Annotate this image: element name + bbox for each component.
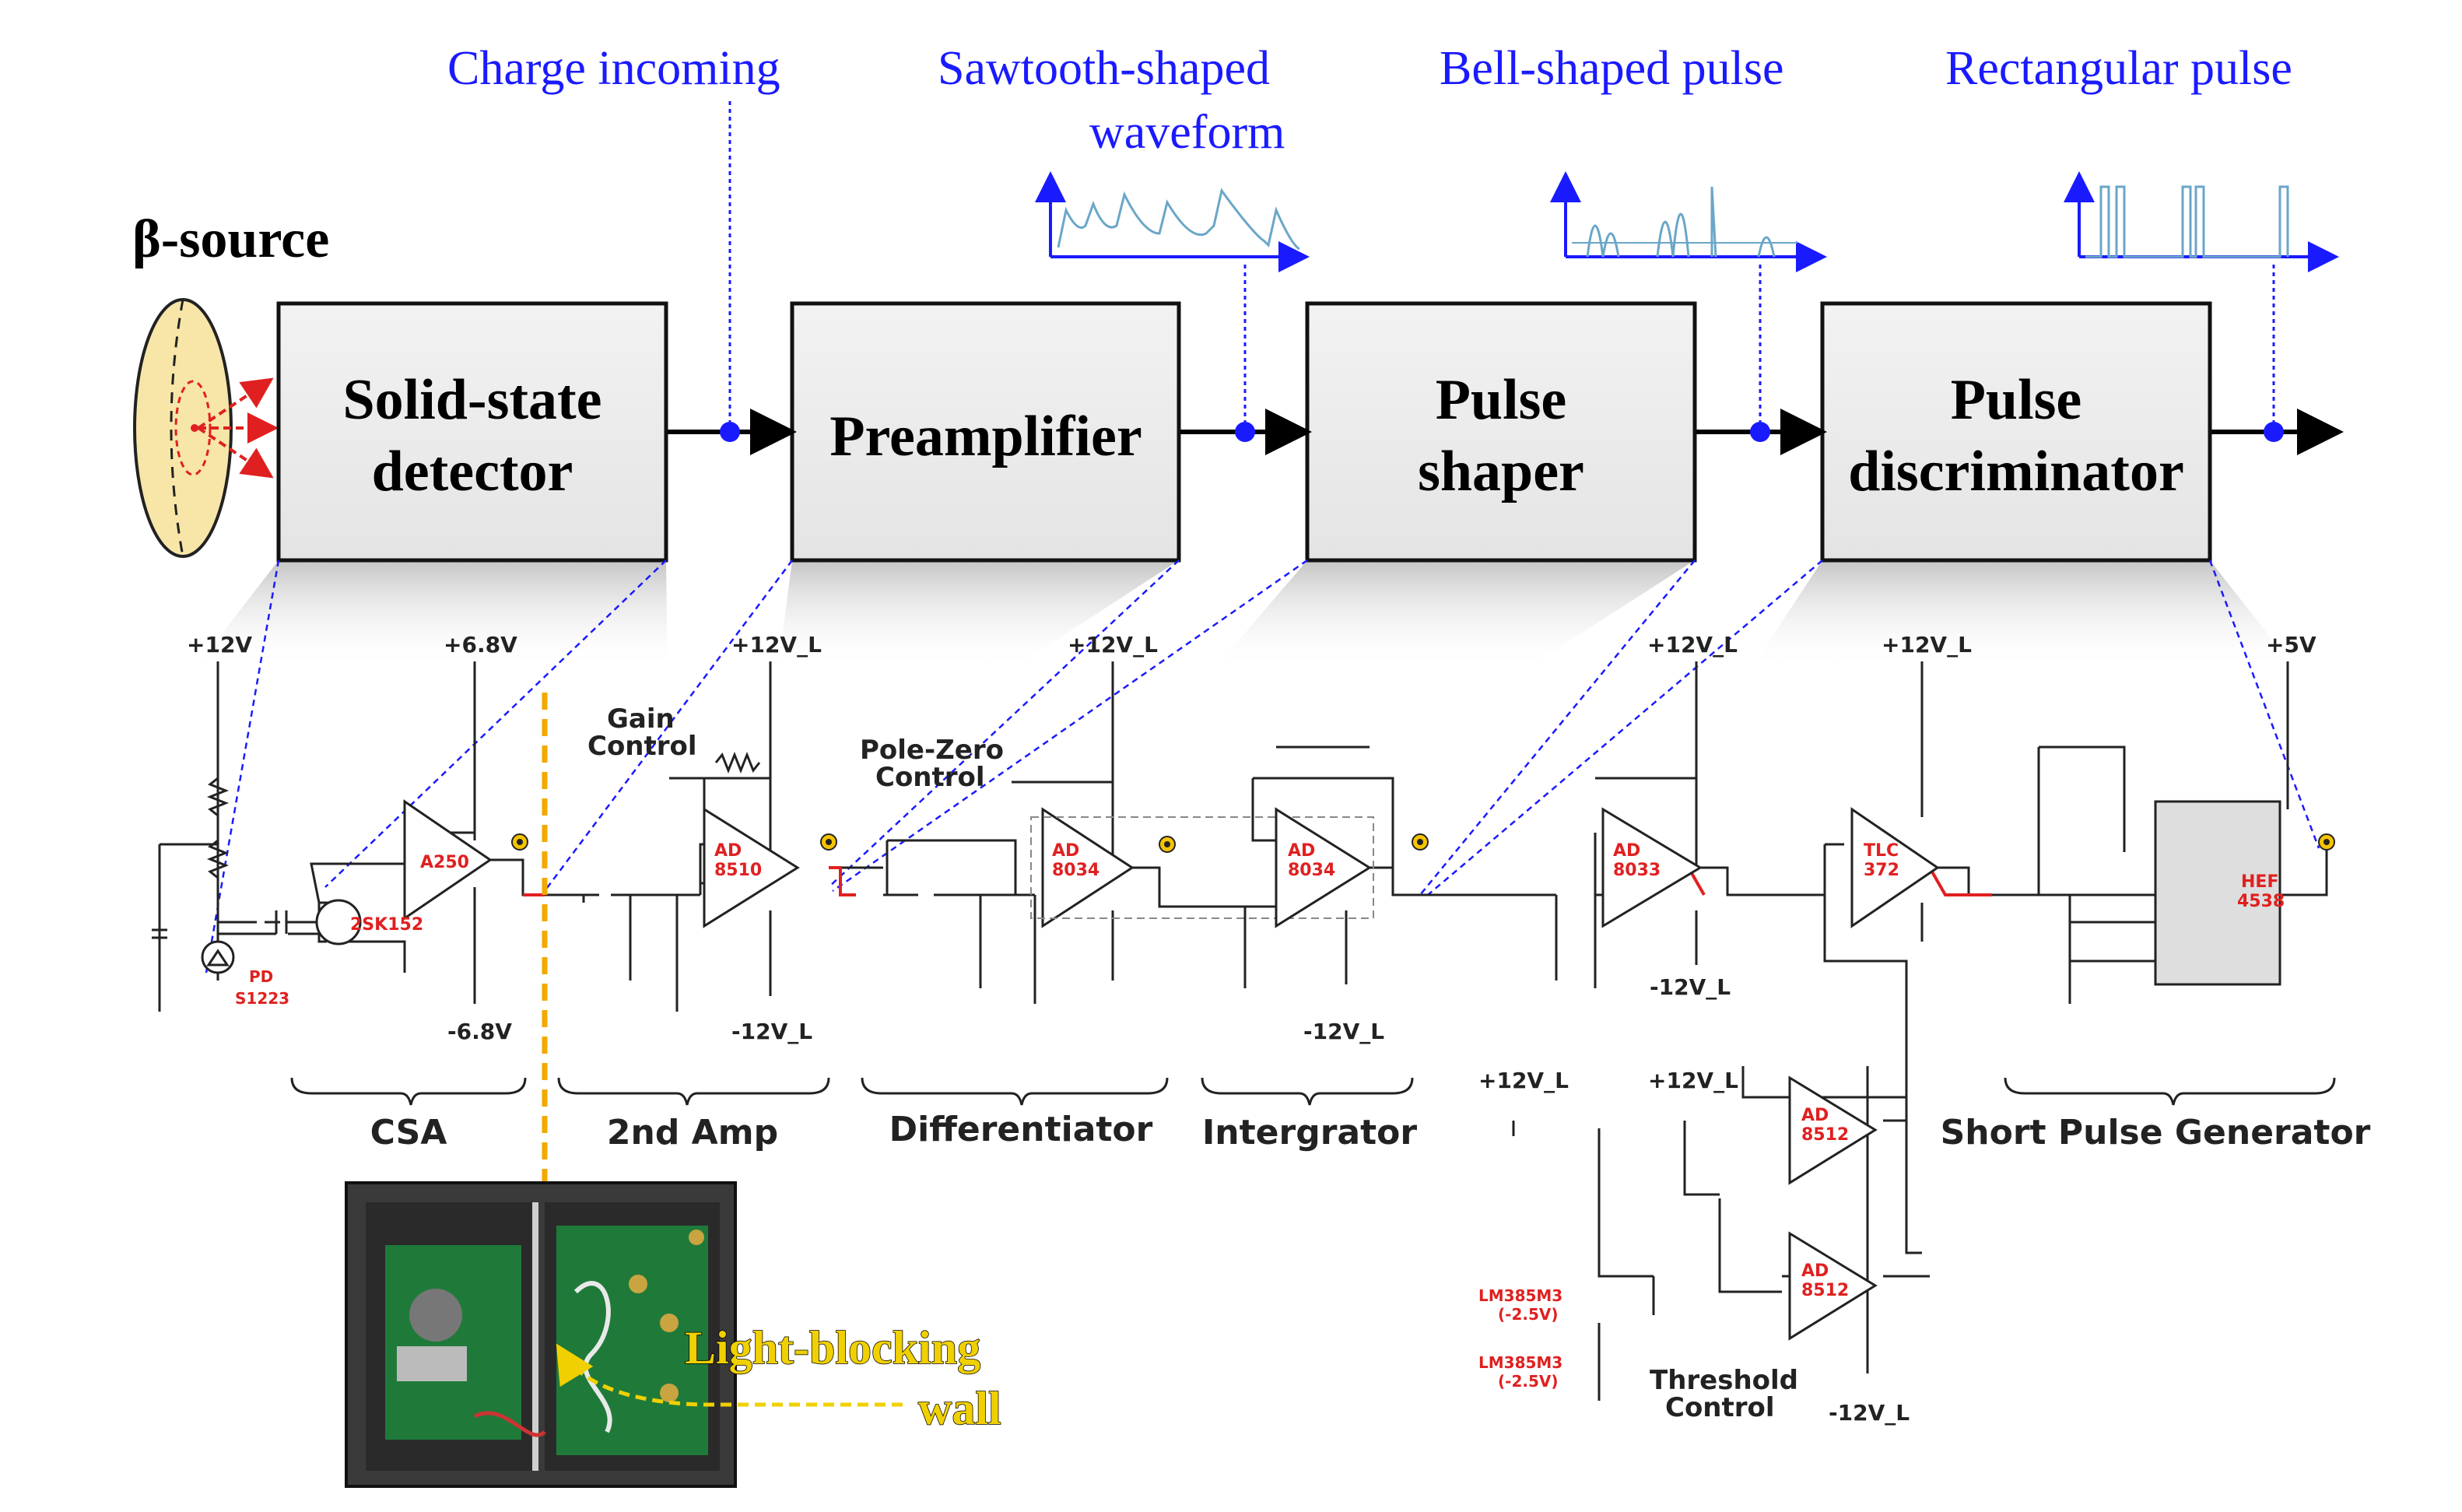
pd-label-line1: PD bbox=[249, 967, 273, 986]
chip-ad8033-line2: 8033 bbox=[1613, 861, 1661, 880]
lm385-b-line1: LM385M3 bbox=[1478, 1353, 1562, 1372]
rail-label-m68: -6.8V bbox=[447, 1019, 512, 1044]
section-braces bbox=[290, 1077, 2336, 1106]
block-label-line1: Preamplifier bbox=[829, 405, 1142, 468]
rail-label-p12l-amp: +12V_L bbox=[731, 632, 822, 658]
chip-hef4538-line2: 4538 bbox=[2237, 892, 2285, 911]
zoom-shadow-shaper bbox=[1214, 560, 1695, 669]
rail-label-p12: +12V bbox=[187, 632, 252, 658]
chip-tlc372-line2: 372 bbox=[1864, 861, 1899, 880]
annotation-bell-pulse: Bell-shaped pulse bbox=[1440, 42, 1784, 95]
probe-leaders bbox=[728, 101, 2275, 422]
probe-points bbox=[720, 422, 2284, 442]
chip-a250-label: A250 bbox=[420, 853, 469, 872]
rail-label-m12l-amp: -12V_L bbox=[731, 1019, 812, 1044]
beta-source-label: β-source bbox=[132, 209, 329, 269]
block-label-line1: Pulse bbox=[1436, 368, 1567, 432]
threshold-control-line2: Control bbox=[1665, 1392, 1775, 1423]
chip-ad8033-line1: AD bbox=[1613, 841, 1640, 861]
shaper-amp-section: AD 8033 bbox=[1555, 661, 1703, 988]
pcb-photo bbox=[345, 1181, 737, 1488]
integrator-section: AD 8034 bbox=[1243, 745, 1429, 988]
photo-label-arrow bbox=[556, 1343, 903, 1407]
differentiator-section: AD 8034 Pole-Zero Control bbox=[860, 661, 1374, 1004]
light-block-divider-line bbox=[537, 693, 552, 1202]
block-label-line2: shaper bbox=[1418, 440, 1584, 503]
photo-label-line2: wall bbox=[918, 1383, 1001, 1434]
chip-ad8034-b-line1: AD bbox=[1288, 841, 1315, 861]
zoom-shadow-discriminator bbox=[1751, 560, 2295, 669]
main-signal-wire bbox=[158, 843, 2328, 1012]
rail-label-m12l-thr: -12V_L bbox=[1829, 1400, 1910, 1426]
chip-jfet-label: 2SK152 bbox=[350, 915, 423, 935]
rail-label-p68: +6.8V bbox=[444, 632, 517, 658]
photo-label-line1: Light-blocking bbox=[685, 1322, 980, 1373]
lm385-a-line1: LM385M3 bbox=[1478, 1286, 1562, 1305]
block-pulse-shaper: Pulse shaper bbox=[1305, 301, 1697, 563]
block-solid-state-detector: Solid-state detector bbox=[276, 301, 668, 563]
chip-ad8034-a-line2: 8034 bbox=[1052, 861, 1099, 880]
rect-waveform-inset bbox=[2064, 171, 2339, 272]
rail-label-p12l-tlc: +12V_L bbox=[1882, 632, 1972, 658]
rail-label-p12l-thr1: +12V_L bbox=[1478, 1068, 1569, 1093]
csa-section: A250 2SK152 PD S1223 bbox=[152, 661, 528, 1008]
chip-hef4538-line1: HEF bbox=[2241, 872, 2278, 892]
zoom-shadow-preamp bbox=[778, 560, 1179, 669]
block-label-line2: discriminator bbox=[1848, 440, 2184, 503]
gain-control-line1: Gain bbox=[607, 703, 675, 735]
block-label-line1: Solid-state bbox=[343, 368, 602, 432]
chip-ad8512-a-line1: AD bbox=[1801, 1106, 1829, 1125]
chip-tlc372-line1: TLC bbox=[1864, 841, 1899, 861]
annotation-rect-pulse: Rectangular pulse bbox=[1945, 42, 2292, 95]
beta-emission-arrows bbox=[197, 377, 279, 479]
rail-label-m12l-int: -12V_L bbox=[1303, 1019, 1384, 1044]
chip-ad8512-b-line2: 8512 bbox=[1801, 1281, 1849, 1300]
threshold-network: AD 8512 AD 8512 LM385M3 (-2.5V) LM385M3 … bbox=[1478, 1066, 1930, 1423]
pole-zero-line1: Pole-Zero bbox=[860, 735, 1004, 766]
annotation-sawtooth-line1: Sawtooth-shaped bbox=[938, 42, 1270, 95]
lm385-b-line2: (-2.5V) bbox=[1498, 1372, 1559, 1391]
lm385-a-line2: (-2.5V) bbox=[1498, 1305, 1559, 1324]
chip-ad8510-line1: AD bbox=[714, 841, 742, 861]
threshold-control-line1: Threshold bbox=[1650, 1365, 1798, 1396]
section-label-integrator: Intergrator bbox=[1202, 1113, 1417, 1152]
rail-label-m12l-shaper: -12V_L bbox=[1650, 974, 1731, 1000]
rail-label-p12l-thr2: +12V_L bbox=[1648, 1068, 1738, 1093]
section-label-2nd-amp: 2nd Amp bbox=[607, 1113, 778, 1152]
block-label-line1: Pulse bbox=[1951, 368, 2082, 432]
rail-label-p12l-shaper: +12V_L bbox=[1647, 632, 1738, 658]
rail-label-p12l-diff: +12V_L bbox=[1068, 632, 1158, 658]
chip-ad8034-a-line1: AD bbox=[1052, 841, 1079, 861]
zoom-shadow-detector bbox=[195, 560, 668, 669]
bell-waveform-inset bbox=[1550, 171, 1827, 272]
chip-ad8512-a-line2: 8512 bbox=[1801, 1125, 1849, 1145]
pole-zero-line2: Control bbox=[875, 762, 985, 793]
sawtooth-waveform-inset bbox=[1035, 171, 1310, 272]
short-pulse-generator-section: HEF 4538 bbox=[2037, 661, 2335, 1004]
block-pulse-discriminator: Pulse discriminator bbox=[1820, 301, 2212, 563]
block-label-line2: detector bbox=[372, 440, 573, 503]
rail-label-p5: +5V bbox=[2266, 632, 2316, 658]
annotation-sawtooth-line2: waveform bbox=[1089, 106, 1285, 159]
chip-ad8510-line2: 8510 bbox=[714, 861, 762, 880]
block-preamplifier: Preamplifier bbox=[790, 301, 1181, 563]
gain-control-line2: Control bbox=[587, 731, 697, 762]
second-amp-section: AD 8510 Gain Control bbox=[587, 661, 837, 1012]
annotation-charge-incoming: Charge incoming bbox=[447, 42, 780, 95]
section-label-csa: CSA bbox=[370, 1113, 447, 1152]
chip-ad8034-b-line2: 8034 bbox=[1288, 861, 1335, 880]
section-label-short-pulse-generator: Short Pulse Generator bbox=[1941, 1113, 2371, 1152]
pd-label-line2: S1223 bbox=[235, 989, 289, 1008]
section-label-differentiator: Differentiator bbox=[889, 1110, 1153, 1149]
comparator-section: TLC 372 bbox=[1823, 661, 1940, 1254]
chip-ad8512-b-line1: AD bbox=[1801, 1261, 1829, 1281]
